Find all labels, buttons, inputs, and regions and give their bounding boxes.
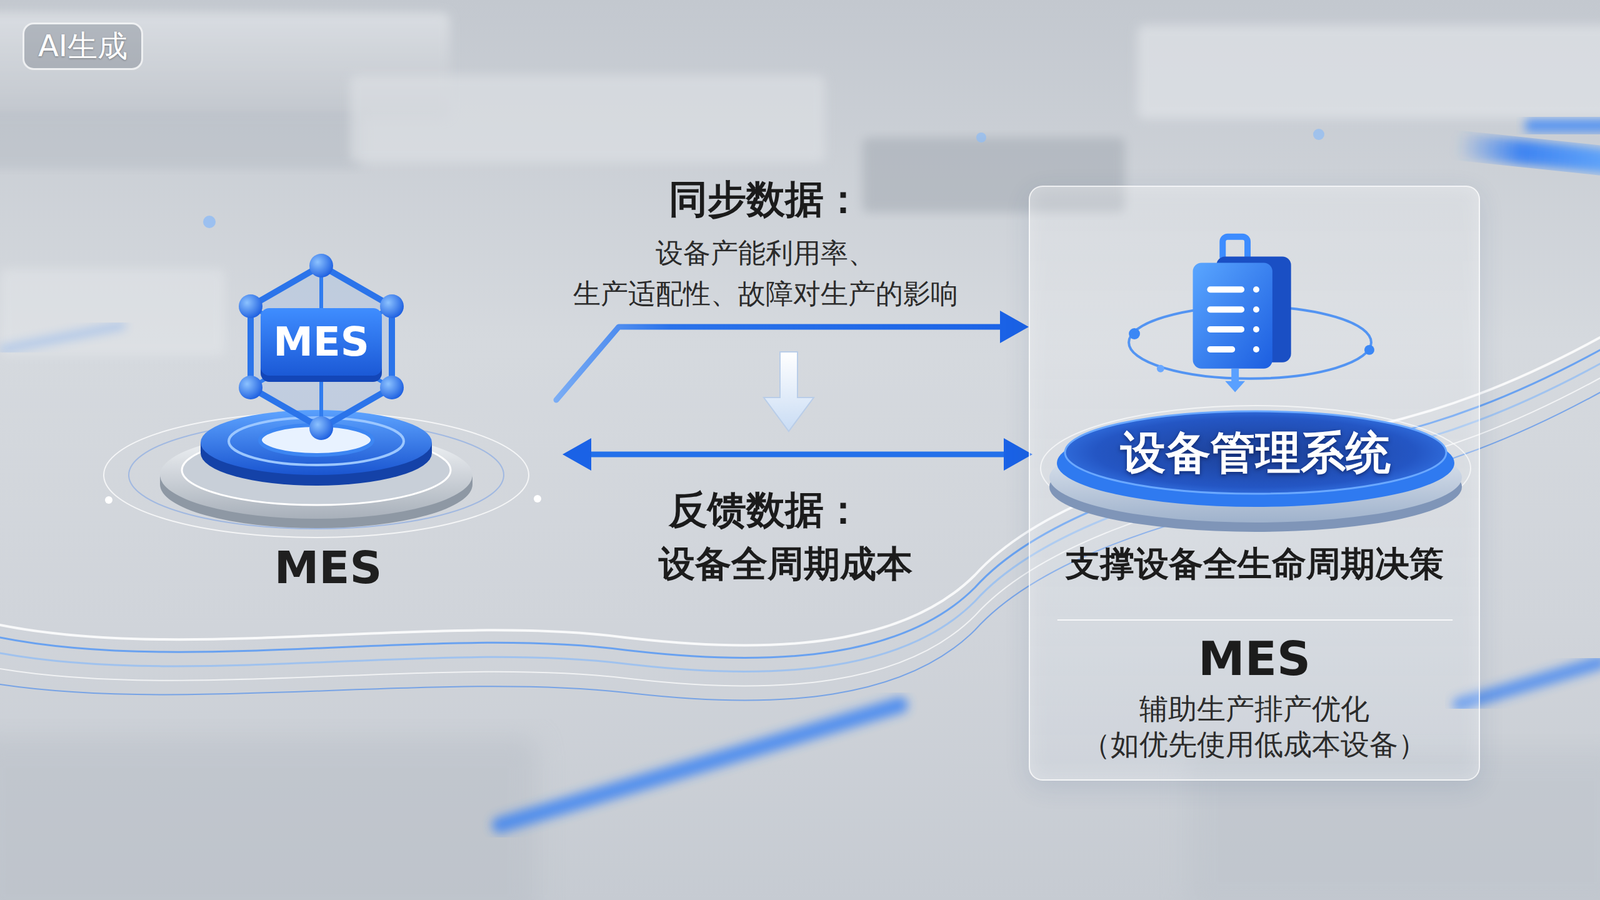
text-row: 支撑设备全生命周期决策 (1030, 543, 1479, 585)
edge-label: 反馈数据： (668, 486, 863, 534)
text-row: MES (1030, 630, 1479, 687)
device-surfaces (0, 12, 1600, 900)
label-holder: 反馈数据： (668, 486, 863, 534)
data-items: 设备全周期成本 (658, 542, 913, 587)
arrow-head (1000, 310, 1029, 344)
text-row: MES (100, 540, 557, 595)
text-row: 辅助生产排产优化 （如优先使用低成本设备） (1030, 691, 1479, 763)
mes-hexagon: MES (224, 253, 419, 441)
connector-line (587, 451, 1008, 458)
mes-node: MES MES (100, 237, 557, 600)
data-items: 设备产能利用率、 生产适配性、故障对生产的影响 (573, 232, 959, 314)
flow-down-arrow (763, 351, 814, 432)
arrow-head (562, 438, 592, 471)
system-platform-node: 设备管理系统 (1038, 393, 1473, 537)
system-name: MES (1198, 630, 1311, 687)
icon-text: MES (273, 318, 370, 367)
system-panel: 设备管理系统支撑设备全生命周期决策 MES辅助生产排产优化 （如优先使用低成本设备… (1028, 185, 1480, 781)
blue-light-strips (0, 118, 1600, 825)
panel-heading: 支撑设备全生命周期决策 (1065, 543, 1444, 585)
label-holder: 设备产能利用率、 生产适配性、故障对生产的影响 (573, 232, 959, 314)
label-holder: 设备全周期成本 (658, 542, 913, 587)
watermark: AI生成 (22, 22, 144, 70)
panel-note: 辅助生产排产优化 （如优先使用低成本设备） (1081, 691, 1427, 763)
text-row: MES (224, 318, 419, 367)
platform-title: 设备管理系统 (1120, 425, 1391, 480)
system-name: MES (274, 540, 383, 595)
text-row: 设备管理系统 (1038, 425, 1473, 480)
connector-arrow (556, 310, 1029, 400)
edge-label: 同步数据： (668, 176, 863, 223)
label-holder: 同步数据： (668, 176, 863, 223)
connector-line (556, 326, 1004, 400)
connector-arrow (562, 438, 1033, 471)
